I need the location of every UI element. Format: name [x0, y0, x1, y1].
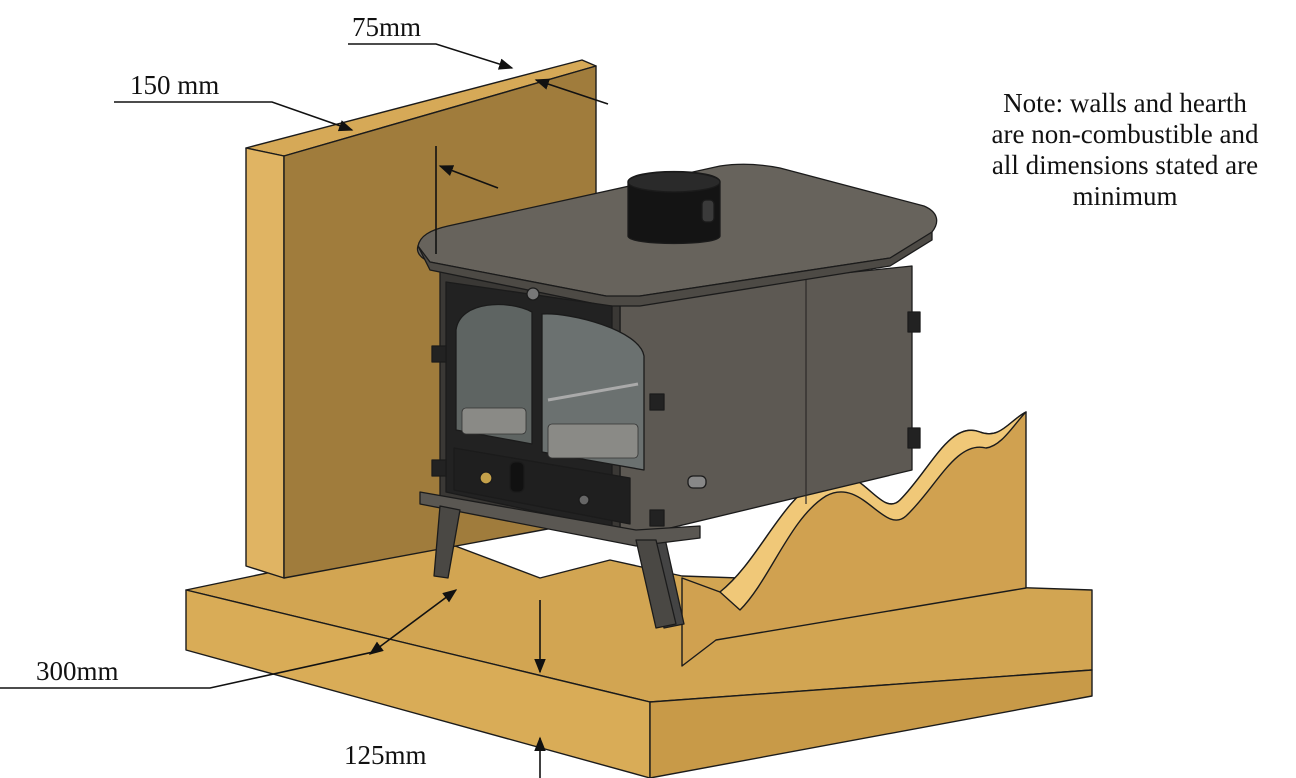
- stove-top-edge: [417, 231, 933, 307]
- note-line: all dimensions stated are: [991, 150, 1259, 180]
- stove-side-latch: [907, 311, 921, 333]
- arrow-75mm-inner: [534, 78, 609, 105]
- arrow-150mm-inner: [438, 165, 499, 189]
- hearth-side-face: [649, 669, 1093, 778]
- stove-side-knob: [687, 475, 707, 489]
- note-line: are non-combustible and: [991, 119, 1259, 149]
- leader-300mm: [0, 649, 383, 689]
- note-line: minimum: [1072, 181, 1178, 211]
- side-wall-cutaway: [681, 411, 1027, 667]
- flue-collar-opening: [627, 171, 721, 193]
- stove-leg-front-left: [433, 505, 461, 579]
- stove-leg-front-right: [635, 539, 677, 629]
- stove-fire-logs: [461, 382, 639, 459]
- note-line: Note: walls and hearth: [1003, 88, 1247, 118]
- stove: [416, 163, 938, 629]
- installation-note: Note: walls and hearth are non-combustib…: [960, 88, 1290, 212]
- back-wall-edge: [245, 147, 285, 579]
- leader-75mm: [348, 43, 514, 70]
- dimension-lines: [0, 43, 609, 778]
- label-75mm: 75mm: [352, 12, 422, 42]
- stove-base-plate: [419, 491, 701, 547]
- stove-door-handle: [509, 461, 525, 493]
- label-300mm: 300mm: [36, 656, 119, 686]
- stove-air-control: [479, 471, 493, 485]
- hearth-front-face: [185, 589, 651, 778]
- arrow-300mm: [368, 589, 458, 655]
- leader-150mm: [114, 101, 354, 132]
- hearth: [185, 537, 1093, 778]
- label-125mm: 125mm: [344, 740, 427, 770]
- label-150mm: 150 mm: [130, 70, 220, 100]
